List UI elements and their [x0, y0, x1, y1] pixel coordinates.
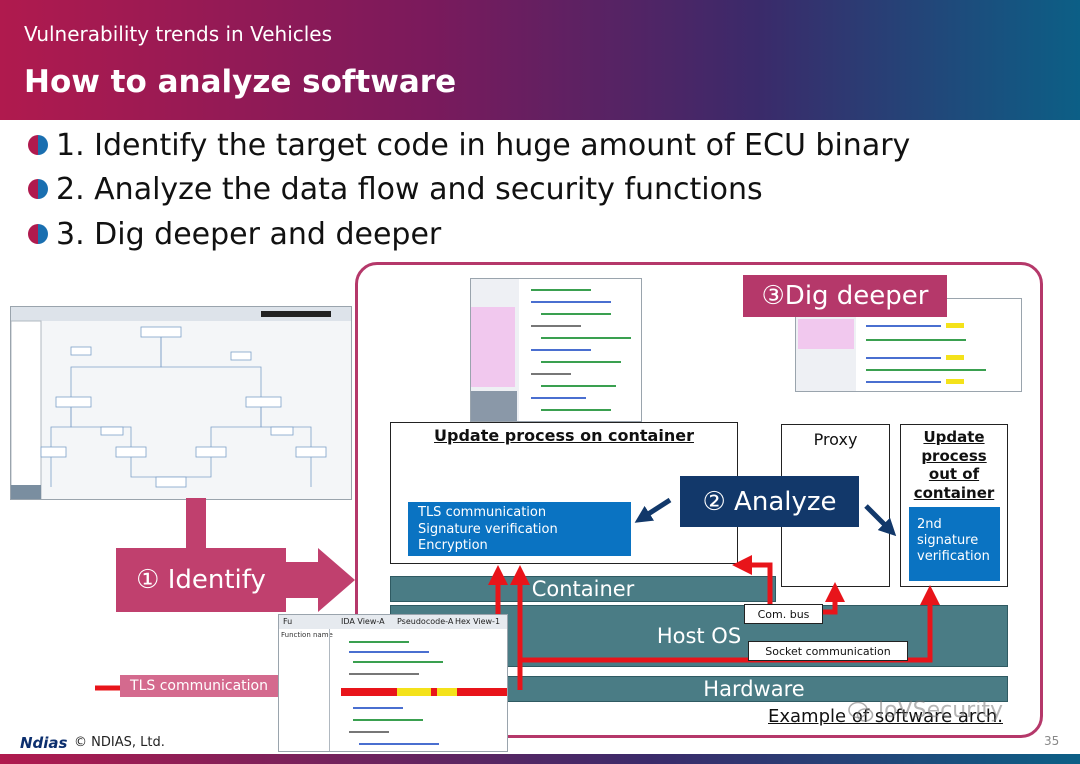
second-verification-box: 2nd signature verification [909, 507, 1000, 581]
code-yellow-mark [946, 355, 964, 360]
bullet-text: 2. Analyze the data flow and security fu… [56, 171, 763, 207]
copyright-text: © NDIAS, Ltd. [74, 735, 165, 750]
container-functions-box: TLS communication Signature verification… [408, 502, 631, 556]
function-tls: TLS communication [418, 505, 547, 520]
second-verification-line: verification [917, 549, 990, 564]
code-thumbnail [471, 391, 517, 421]
highlighted-token [397, 688, 431, 696]
update-out-line: Update [923, 428, 985, 446]
tls-communication-label: TLS communication [120, 675, 278, 697]
slide-subtitle: Vulnerability trends in Vehicles [24, 22, 333, 46]
function-encryption: Encryption [418, 538, 488, 553]
function-list [279, 629, 330, 751]
bullet-text: 1. Identify the target code in huge amou… [56, 127, 911, 163]
function-list-header: Function name [281, 631, 333, 639]
tab-hex-view: Hex View-1 [455, 617, 501, 626]
com-bus-label: Com. bus [744, 604, 823, 624]
code-screenshot-upper-left [470, 278, 642, 422]
socket-communication-label: Socket communication [748, 641, 908, 661]
code-yellow-mark [946, 323, 964, 328]
code-highlight [798, 319, 854, 349]
update-out-line: process [921, 446, 987, 465]
update-out-line: container [913, 483, 995, 502]
tab-ida-view: IDA View-A [341, 617, 385, 626]
bullet-item: 1. Identify the target code in huge amou… [28, 125, 910, 165]
example-architecture-label: Example of software arch. [768, 706, 1003, 727]
update-out-title: Update process out of container [902, 428, 1006, 502]
proxy-label: Proxy [813, 430, 858, 449]
footer-bar [0, 754, 1080, 764]
watermark-text: loVSecurity [878, 698, 1003, 723]
highlighted-token [437, 688, 457, 696]
bullet-dot-icon [28, 135, 48, 155]
bullet-dot-icon [28, 224, 48, 244]
function-graph-screenshot [10, 306, 352, 500]
tab-pseudocode: Pseudocode-A [397, 617, 454, 626]
wechat-icon [848, 701, 874, 722]
update-out-line: out of [928, 465, 980, 483]
disassembler-tabbar [279, 615, 507, 629]
function-graph-image [11, 307, 351, 499]
container-layer: Container [390, 576, 776, 602]
disassembler-screenshot: Fu IDA View-A Pseudocode-A Hex View-1 Fu… [278, 614, 508, 752]
brand-logo: Ndias [20, 734, 68, 752]
bullet-item: 2. Analyze the data flow and security fu… [28, 169, 763, 209]
bullet-dot-icon [28, 179, 48, 199]
page-number: 35 [1044, 734, 1060, 748]
function-signature: Signature verification [418, 521, 558, 537]
header-banner [0, 0, 1080, 120]
analysis-frame [355, 262, 1043, 738]
update-container-title: Update process on container [434, 426, 694, 445]
hardware-layer: Hardware [500, 676, 1008, 702]
second-verification-line: 2nd [917, 517, 942, 532]
dig-deeper-label: ③Dig deeper [743, 275, 947, 317]
second-verification-line: signature [917, 533, 979, 548]
tab-functions: Fu [283, 617, 293, 626]
code-highlight [471, 307, 515, 387]
bullet-text: 3. Dig deeper and deeper [56, 216, 442, 252]
slide-title: How to analyze software [24, 64, 457, 100]
analyze-label: ② Analyze [680, 476, 859, 527]
bullet-item: 3. Dig deeper and deeper [28, 214, 441, 254]
identify-label: ① Identify [116, 548, 286, 612]
code-yellow-mark [946, 379, 964, 384]
